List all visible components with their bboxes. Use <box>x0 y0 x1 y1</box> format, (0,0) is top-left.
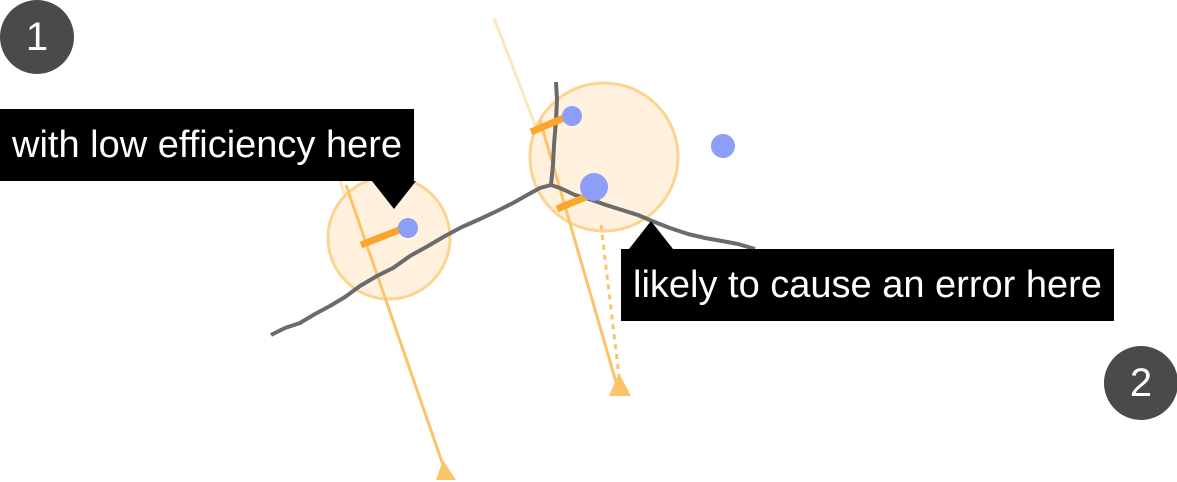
point-right-center <box>580 173 608 201</box>
step-badge-2: 2 <box>1104 346 1177 420</box>
point-far-right <box>711 134 735 158</box>
segment-right-top <box>529 113 568 136</box>
callout-low-efficiency: with low efficiency here <box>0 109 416 209</box>
dashed-ray <box>599 224 621 377</box>
arrowhead-right <box>609 373 631 396</box>
point-right-top <box>562 106 582 126</box>
segment-left <box>359 224 406 249</box>
callout-error-text: likely to cause an error here <box>633 264 1102 306</box>
callout-error-pointer <box>629 221 673 249</box>
point-left <box>398 218 418 238</box>
track-branch <box>549 81 559 186</box>
step-badge-1: 1 <box>0 0 74 74</box>
projection-ray-left <box>344 184 445 466</box>
callout-low-efficiency-pointer <box>372 181 416 209</box>
callout-low-efficiency-text: with low efficiency here <box>12 124 403 166</box>
arrowhead-left <box>436 460 456 480</box>
callout-error: likely to cause an error here <box>621 221 1114 321</box>
